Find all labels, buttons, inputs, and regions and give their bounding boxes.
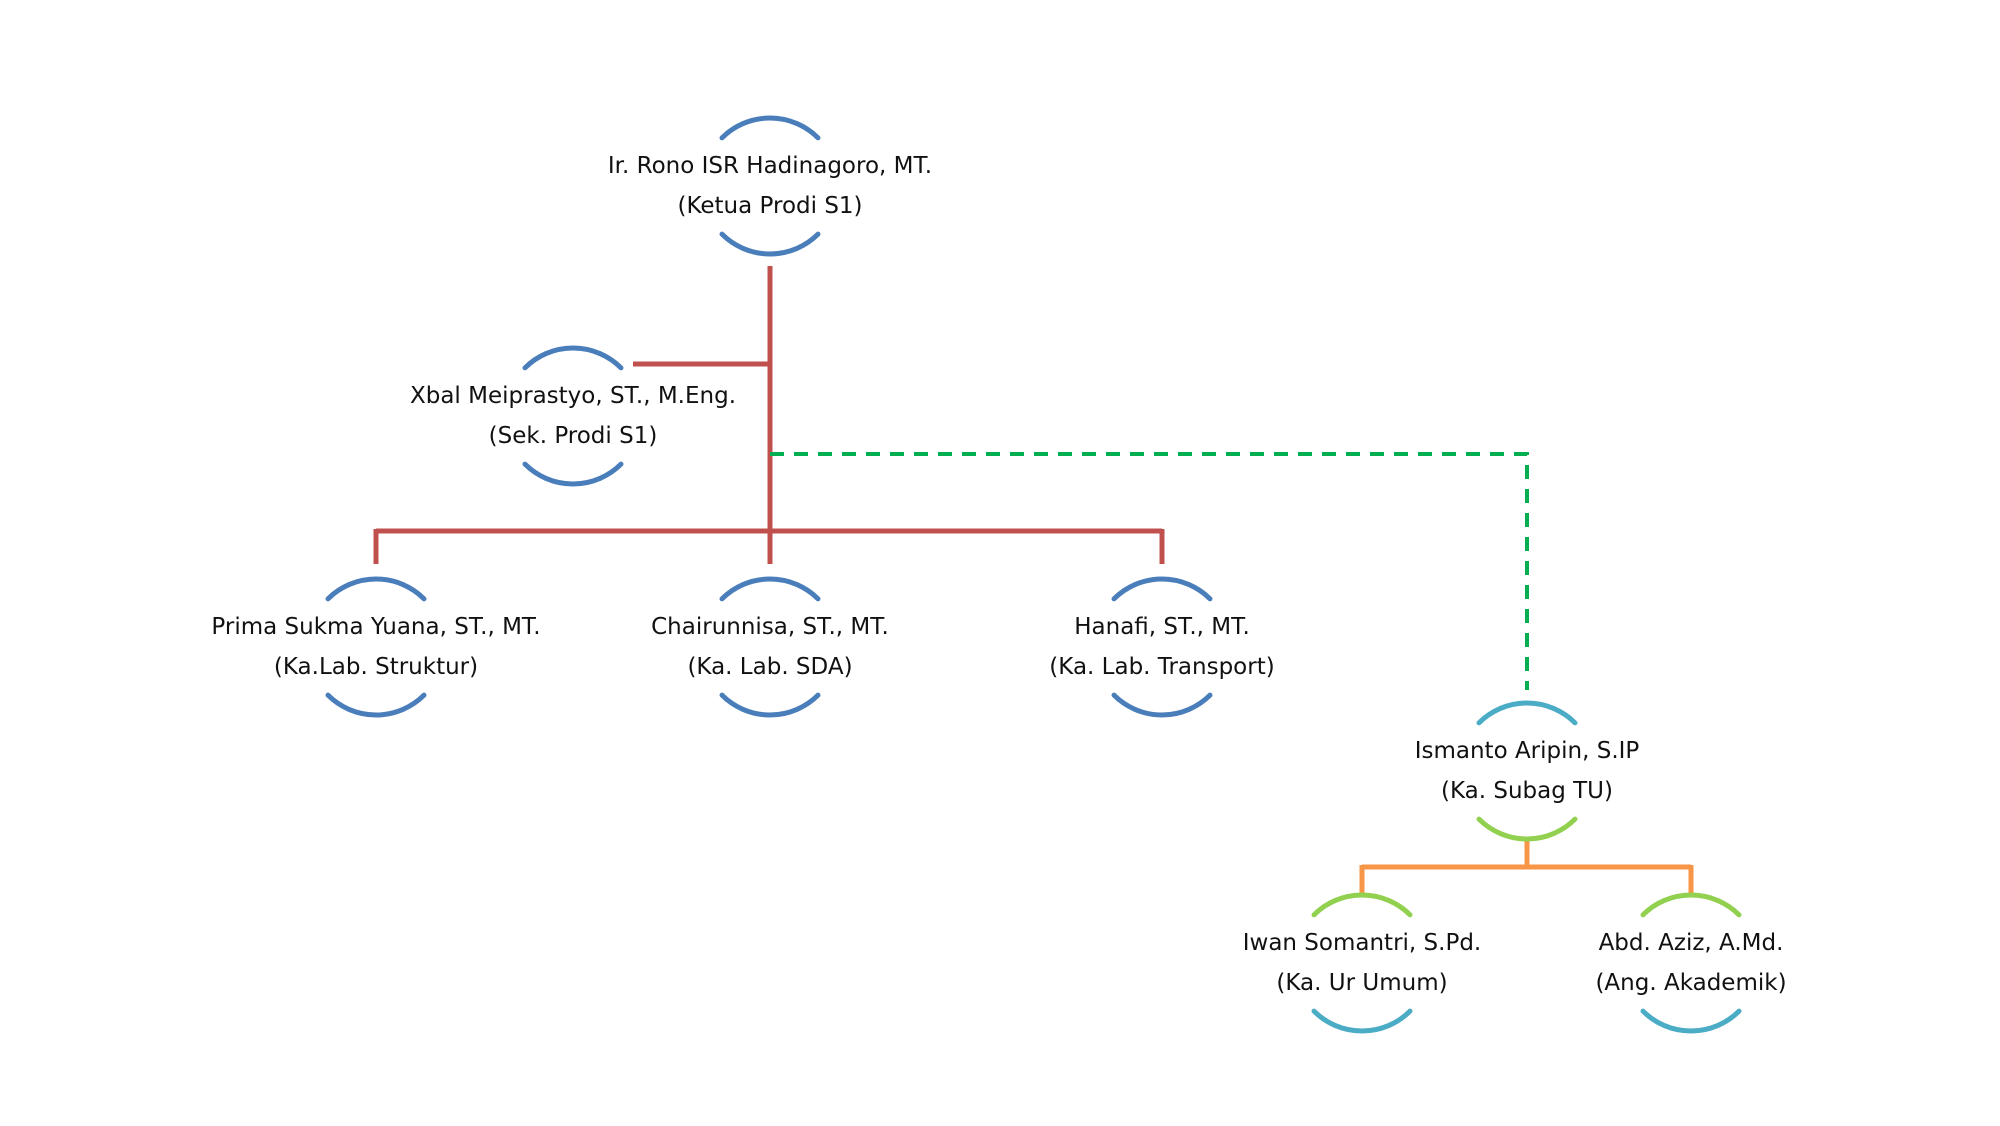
node-name: Chairunnisa, ST., MT. [651, 614, 889, 640]
node-top-arc [1476, 700, 1578, 726]
node-name: Ismanto Aripin, S.IP [1415, 738, 1640, 764]
node-name: Xbal Meiprastyo, ST., M.Eng. [410, 383, 736, 409]
node-role: (Ka. Ur Umum) [1276, 970, 1447, 996]
node-role: (Ka. Lab. SDA) [687, 654, 852, 680]
node-bottom-arc [719, 692, 821, 718]
node-bottom-arc [1476, 816, 1578, 842]
node-lab-transport: Hanafi, ST., MT. (Ka. Lab. Transport) [1049, 576, 1275, 718]
node-role: (Ketua Prodi S1) [677, 193, 862, 219]
node-role: (Ang. Akademik) [1595, 970, 1786, 996]
node-name: Hanafi, ST., MT. [1074, 614, 1250, 640]
node-role: (Ka.Lab. Struktur) [274, 654, 478, 680]
node-top-arc [522, 345, 624, 371]
node-bottom-arc [1640, 1008, 1742, 1034]
node-name: Iwan Somantri, S.Pd. [1243, 930, 1482, 956]
node-name: Ir. Rono ISR Hadinagoro, MT. [608, 153, 932, 179]
node-akademik: Abd. Aziz, A.Md. (Ang. Akademik) [1595, 892, 1787, 1034]
node-top-arc [325, 576, 427, 602]
node-bottom-arc [522, 461, 624, 487]
node-top-arc [719, 576, 821, 602]
node-role: (Ka. Subag TU) [1441, 778, 1613, 804]
node-role: (Sek. Prodi S1) [489, 423, 658, 449]
node-subag-tu: Ismanto Aripin, S.IP (Ka. Subag TU) [1415, 700, 1640, 842]
connectors-main [373, 266, 1165, 564]
node-sekretaris: Xbal Meiprastyo, ST., M.Eng. (Sek. Prodi… [410, 345, 736, 487]
node-lab-struktur: Prima Sukma Yuana, ST., MT. (Ka.Lab. Str… [211, 576, 541, 718]
node-bottom-arc [325, 692, 427, 718]
node-top-arc [1311, 892, 1413, 918]
node-name: Prima Sukma Yuana, ST., MT. [211, 614, 540, 640]
node-bottom-arc [1111, 692, 1213, 718]
node-bottom-arc [719, 231, 821, 257]
connectors-tu [1359, 840, 1694, 895]
node-ketua: Ir. Rono ISR Hadinagoro, MT. (Ketua Prod… [608, 115, 932, 257]
connector-coordination-dashed [770, 452, 1529, 690]
node-name: Abd. Aziz, A.Md. [1599, 930, 1784, 956]
node-bottom-arc [1311, 1008, 1413, 1034]
node-ur-umum: Iwan Somantri, S.Pd. (Ka. Ur Umum) [1243, 892, 1482, 1034]
node-top-arc [719, 115, 821, 141]
node-top-arc [1640, 892, 1742, 918]
node-role: (Ka. Lab. Transport) [1049, 654, 1274, 680]
node-top-arc [1111, 576, 1213, 602]
node-lab-sda: Chairunnisa, ST., MT. (Ka. Lab. SDA) [651, 576, 889, 718]
